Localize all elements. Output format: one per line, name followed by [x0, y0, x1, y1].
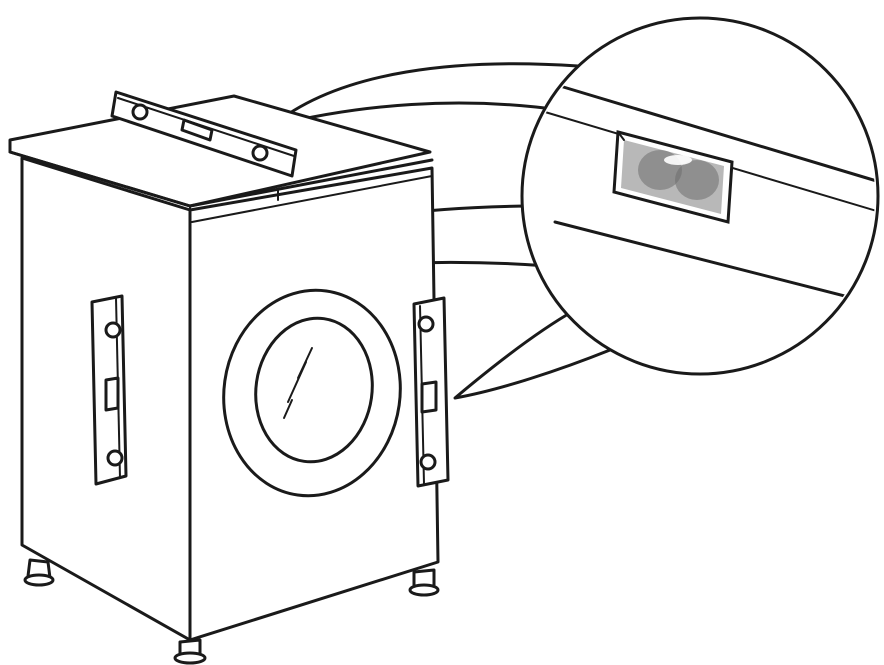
machine-front-strip: [191, 175, 433, 223]
bubble-right: [675, 160, 719, 200]
level-top-screw-right: [251, 144, 269, 162]
washing-machine-icon: [8, 94, 440, 665]
level-left-screw-bottom: [106, 449, 124, 467]
level-right-screw-top: [417, 315, 435, 333]
level-left-screw-top: [104, 321, 122, 339]
level-bottom-edge: [553, 220, 875, 307]
spirit-level-icon: [90, 294, 128, 486]
level-top-screw-left: [131, 103, 149, 121]
glass-glint-3: [283, 399, 293, 419]
bubble-highlight: [664, 155, 692, 165]
level-right-vial: [420, 380, 438, 414]
level-top-edge: [558, 84, 875, 184]
level-top-vial: [180, 118, 214, 142]
machine-top-seam: [189, 189, 279, 215]
level-left-vial: [104, 376, 120, 412]
machine-door-glass: [254, 316, 374, 464]
glass-glint-2: [287, 361, 307, 403]
vial-bevel: [617, 131, 625, 141]
zoom-pointer-top: [270, 62, 580, 128]
leveling-foot-icon: [23, 558, 440, 665]
spirit-level-icon: [412, 296, 450, 488]
spirit-level-icon: [110, 90, 298, 178]
level-right-screw-bottom: [419, 453, 437, 471]
